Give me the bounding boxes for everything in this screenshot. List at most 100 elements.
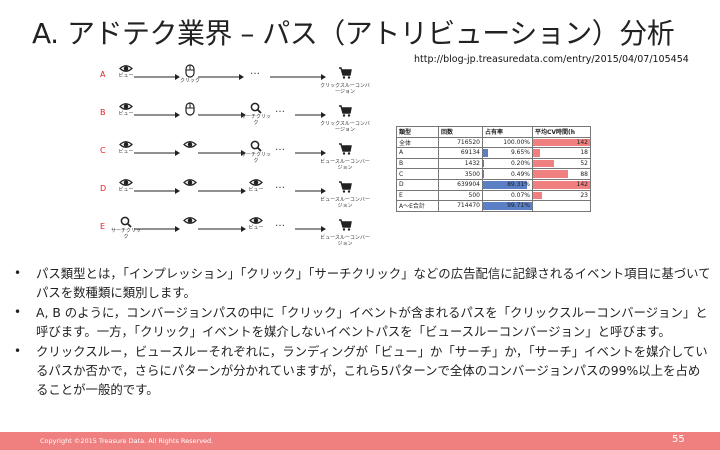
- time-cell: 88: [532, 168, 591, 180]
- arrow-icon: [134, 150, 180, 156]
- ellipsis-text: …: [275, 104, 285, 115]
- conversion-goal-caption: ビュースルーコンバージョン: [320, 197, 370, 209]
- path-step: ビュー: [110, 64, 142, 96]
- arrow-icon: [198, 188, 246, 194]
- path-step: ビュー: [240, 216, 272, 248]
- eye-icon: [110, 140, 142, 149]
- ellipsis-text: …: [275, 142, 285, 153]
- bullet-text: A, B のように，コンバージョンパスの中に「クリック」イベントが含まれるパスを…: [36, 305, 708, 339]
- count-cell: 1432: [438, 157, 483, 170]
- share-value: 9.65%: [510, 149, 530, 157]
- eye-icon: [240, 178, 272, 187]
- bullet-list: • パス類型とは，「インプレッション」「クリック」「サーチクリック」などの広告配信…: [8, 264, 712, 400]
- time-bar: [533, 138, 590, 147]
- path-row-label: C: [100, 146, 106, 155]
- type-cell: 全体: [396, 136, 439, 149]
- eye-icon: [110, 102, 142, 111]
- path-step: [174, 178, 206, 210]
- count-cell: 500: [438, 189, 483, 202]
- share-value: 0.20%: [510, 160, 530, 168]
- time-cell: [532, 200, 591, 212]
- eye-icon: [110, 178, 142, 187]
- search-icon: [240, 140, 272, 152]
- time-bar: [533, 180, 590, 189]
- count-cell: 714470: [438, 200, 483, 212]
- time-value: 88: [580, 170, 588, 178]
- share-bar: [483, 149, 488, 157]
- path-row-label: B: [100, 108, 106, 117]
- share-bar: [483, 202, 532, 210]
- share-cell: 89.31%: [482, 178, 533, 191]
- bullet-text: パス類型とは，「インプレッション」「クリック」「サーチクリック」などの広告配信に…: [36, 266, 711, 300]
- slide-title: A. アドテク業界 – パス（アトリビューション）分析: [32, 17, 675, 50]
- type-cell: E: [396, 189, 439, 202]
- path-step: ビュー: [240, 178, 272, 210]
- arrow-icon: [134, 112, 180, 118]
- share-cell: 0.49%: [482, 168, 533, 180]
- search-icon: [110, 216, 142, 228]
- path-row-label: E: [100, 222, 106, 231]
- time-bar: [533, 170, 569, 178]
- eye-icon: [174, 140, 206, 149]
- share-cell: 0.07%: [482, 189, 533, 202]
- time-value: 52: [580, 160, 588, 168]
- bullet-item: •A, B のように，コンバージョンパスの中に「クリック」イベントが含まれるパス…: [8, 303, 712, 341]
- time-bar: [533, 191, 543, 200]
- arrow-icon: [270, 74, 326, 80]
- path-step-caption: ビュー: [118, 187, 134, 193]
- path-step: クリック: [174, 64, 206, 96]
- path-step-caption: サーチクリック: [110, 228, 141, 240]
- bullet-dot: •: [14, 266, 22, 280]
- path-step: サーチクリック: [240, 140, 272, 172]
- source-url[interactable]: http://blog-jp.treasuredata.com/entry/20…: [414, 54, 689, 65]
- bullet-dot: •: [14, 344, 22, 358]
- arrow-icon: [198, 112, 246, 118]
- eye-icon: [174, 178, 206, 187]
- conversion-goal: クリックスルーコンバージョン: [320, 102, 370, 133]
- arrow-icon: [134, 226, 180, 232]
- copyright-text: Copyright ©2015 Treasure Data. All Right…: [40, 437, 214, 445]
- time-value: 18: [580, 149, 588, 157]
- share-cell: 9.65%: [482, 147, 533, 159]
- path-step: サーチクリック: [110, 216, 142, 248]
- time-cell: 18: [532, 147, 591, 159]
- table-header-cell: 類型: [396, 126, 439, 138]
- share-cell: 99.71%: [482, 200, 533, 212]
- conversion-goal-caption: クリックスルーコンバージョン: [320, 83, 370, 95]
- path-step-caption: ビュー: [248, 187, 264, 193]
- arrow-icon: [198, 150, 246, 156]
- arrow-icon: [134, 74, 180, 80]
- type-cell: B: [396, 157, 439, 170]
- path-step-caption: ビュー: [248, 225, 264, 231]
- bullet-item: • パス類型とは，「インプレッション」「クリック」「サーチクリック」などの広告配信…: [8, 264, 712, 302]
- path-step-caption: ビュー: [118, 149, 134, 155]
- count-cell: 69134: [438, 147, 483, 159]
- share-value: 99.71%: [507, 202, 530, 210]
- arrow-icon: [198, 74, 244, 80]
- page-number: 55: [672, 434, 685, 445]
- arrow-icon: [295, 112, 326, 118]
- path-step-caption: クリック: [179, 78, 200, 84]
- path-step: ビュー: [110, 178, 142, 210]
- share-value: 89.31%: [507, 181, 530, 189]
- table-header-cell: 平均CV時間(h: [532, 126, 591, 138]
- time-cell: 142: [532, 136, 591, 149]
- path-step-caption: ビュー: [118, 73, 134, 79]
- time-bar: [533, 159, 554, 168]
- time-value: 142: [576, 138, 588, 146]
- path-step: [174, 102, 206, 134]
- conversion-goal: ビュースルーコンバージョン: [320, 216, 370, 247]
- path-step: ビュー: [110, 102, 142, 134]
